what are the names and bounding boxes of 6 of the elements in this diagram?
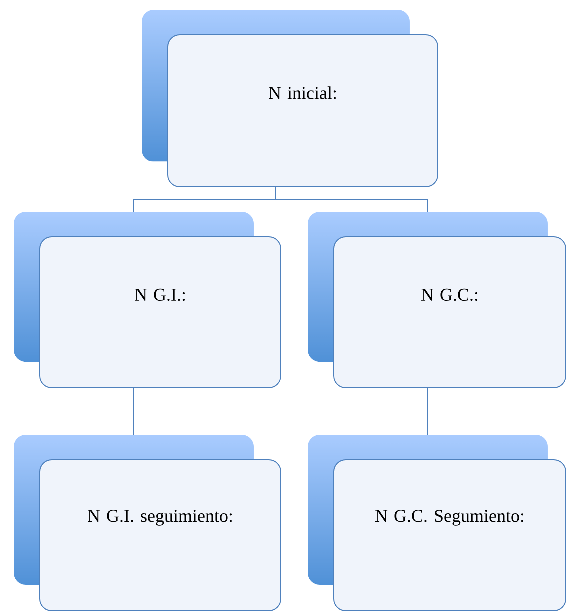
card-box: N G.C. Segumiento: [334, 460, 566, 611]
card-box: N inicial: [168, 34, 438, 188]
card-box: N G.I. seguimiento: [40, 460, 282, 611]
card-box: N G.C.: [334, 236, 566, 388]
connector-line [276, 186, 428, 212]
card-box: N G.I.: [40, 236, 282, 388]
